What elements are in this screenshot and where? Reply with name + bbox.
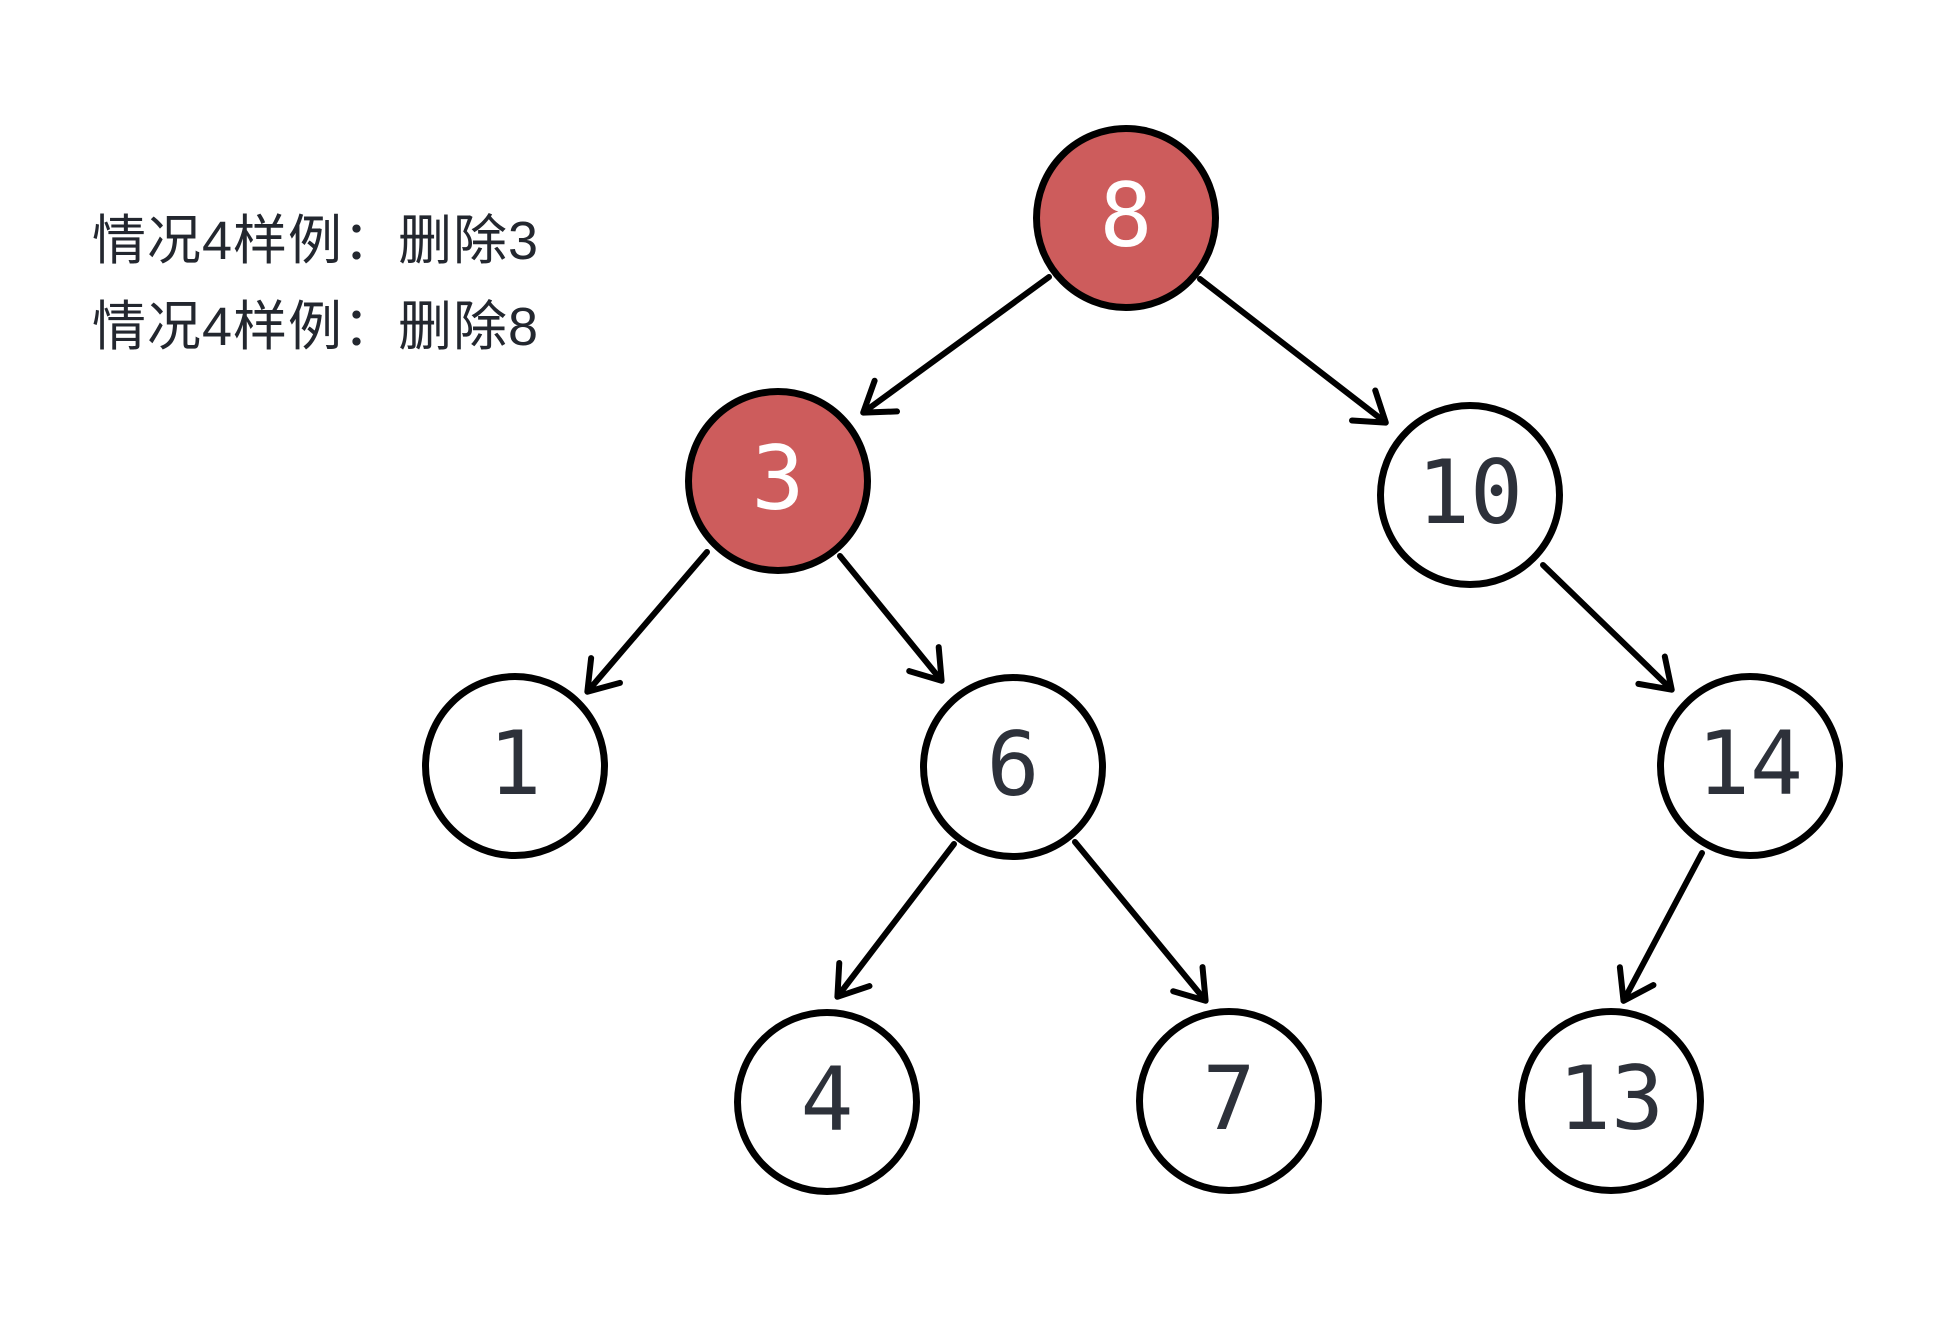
- edge-6-4: [834, 841, 957, 1000]
- tree-node-8: 8: [1033, 125, 1219, 311]
- edge-6-7: [1072, 839, 1209, 1004]
- tree-node-6: 6: [920, 674, 1106, 860]
- edge-8-10: [1197, 276, 1389, 426]
- tree-node-3: 3: [685, 388, 871, 574]
- edge-3-1: [584, 549, 710, 695]
- tree-node-14: 14: [1657, 673, 1843, 859]
- tree-node-7: 7: [1136, 1008, 1322, 1194]
- tree-node-10: 10: [1377, 402, 1563, 588]
- caption: 情况4样例：删除3 情况4样例：删除8: [92, 198, 539, 370]
- tree-node-label: 7: [1202, 1047, 1256, 1150]
- tree-node-label: 6: [986, 713, 1040, 816]
- tree-node-label: 4: [800, 1048, 854, 1151]
- tree-node-label: 1: [488, 712, 542, 815]
- edge-3-6: [837, 553, 945, 684]
- tree-node-label: 10: [1417, 441, 1523, 544]
- tree-node-label: 3: [751, 427, 805, 530]
- tree-node-13: 13: [1518, 1008, 1704, 1194]
- edge-14-13: [1616, 850, 1705, 1004]
- caption-line-2: 情况4样例：删除8: [92, 297, 540, 357]
- tree-node-label: 14: [1697, 712, 1803, 815]
- edge-10-14: [1540, 562, 1675, 693]
- tree-node-1: 1: [422, 673, 608, 859]
- caption-line-1: 情况4样例：删除3: [92, 211, 540, 271]
- tree-node-label: 13: [1558, 1047, 1664, 1150]
- tree-node-label: 8: [1099, 164, 1153, 267]
- tree-node-4: 4: [734, 1009, 920, 1195]
- edge-8-3: [860, 274, 1052, 416]
